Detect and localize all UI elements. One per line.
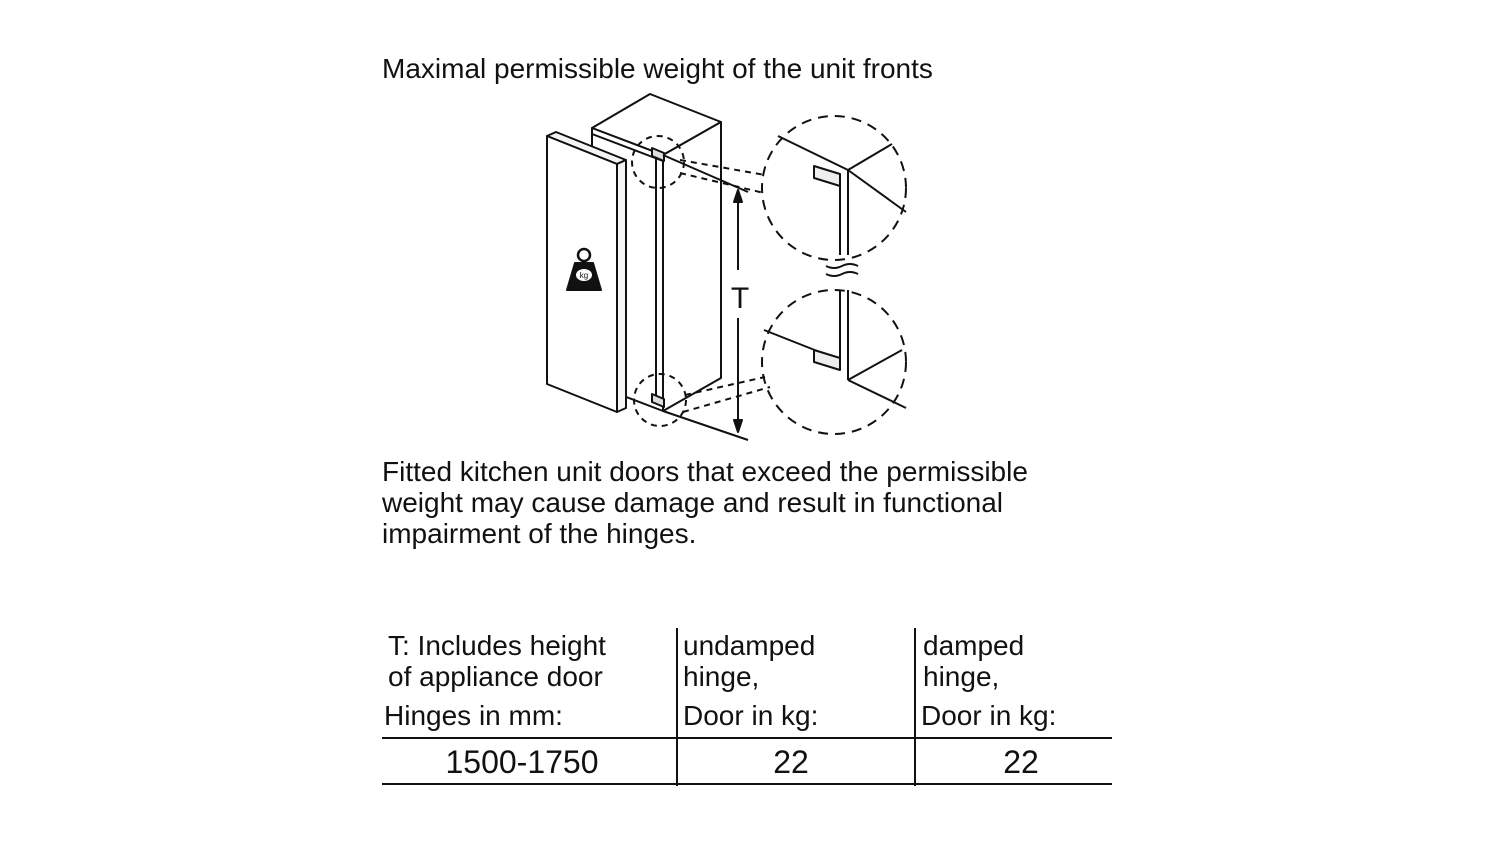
warning-line-1: Fitted kitchen unit doors that exceed th… xyxy=(382,456,1028,487)
weight-icon: kg xyxy=(566,247,602,291)
detail-marker-top xyxy=(631,135,685,189)
header-line: T: Includes height xyxy=(388,630,606,661)
header-line: hinge, xyxy=(923,661,1000,692)
column-height: T: Includes height of appliance door Hin… xyxy=(382,628,676,786)
hinge-blocks xyxy=(651,147,665,408)
warning-paragraph: Fitted kitchen unit doors that exceed th… xyxy=(382,456,1142,549)
column-damped: damped hinge, Door in kg: 22 xyxy=(914,628,1114,786)
hinge-detail-bottom xyxy=(761,289,907,435)
hinge-detail-top xyxy=(761,115,907,261)
detail-marker-bottom xyxy=(633,373,687,427)
column-unit: Door in kg: xyxy=(921,700,1057,731)
weight-table: T: Includes height of appliance door Hin… xyxy=(382,628,1112,786)
height-dimension: T xyxy=(662,154,749,441)
table-divider xyxy=(382,737,1112,739)
header-line: damped xyxy=(923,630,1025,661)
installation-diagram: kg T xyxy=(546,93,907,441)
column-header: damped hinge, xyxy=(923,630,1024,692)
header-line: of appliance door xyxy=(388,661,603,692)
column-undamped: undamped hinge, Door in kg: 22 xyxy=(676,628,916,786)
table-cell: 22 xyxy=(1003,744,1039,780)
header-line: undamped xyxy=(683,630,816,661)
column-header: T: Includes height of appliance door xyxy=(388,630,606,692)
column-header: undamped hinge, xyxy=(683,630,815,692)
table-cell: 1500-1750 xyxy=(445,744,599,780)
dimension-label: T xyxy=(731,282,749,315)
warning-line-2: weight may cause damage and result in fu… xyxy=(382,487,1004,518)
column-unit: Hinges in mm: xyxy=(384,700,563,731)
warning-line-3: impairment of the hinges. xyxy=(382,518,697,549)
header-line: hinge, xyxy=(683,661,760,692)
column-unit: Door in kg: xyxy=(683,700,819,731)
table-cell: 22 xyxy=(773,744,809,780)
weight-icon-label: kg xyxy=(580,271,588,280)
table-divider xyxy=(382,783,1112,785)
page-title: Maximal permissible weight of the unit f… xyxy=(382,53,933,84)
